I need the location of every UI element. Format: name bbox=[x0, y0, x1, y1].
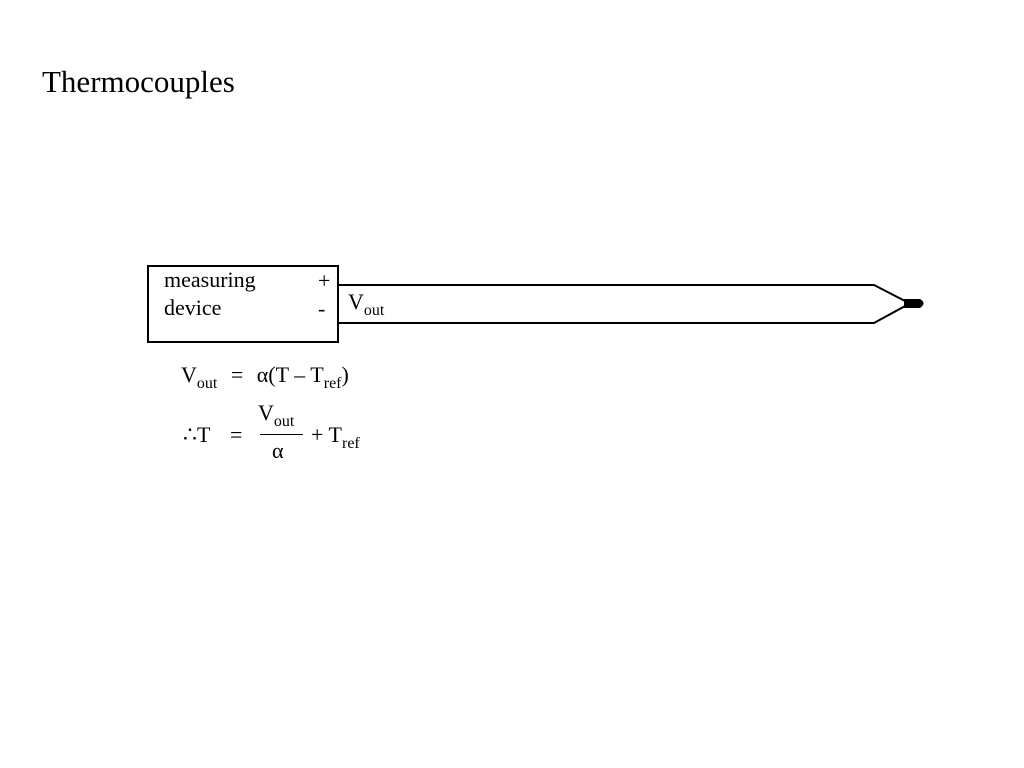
equation-1: Vout = α(T – Tref) bbox=[181, 362, 349, 392]
vout-label: Vout bbox=[348, 289, 385, 320]
terminal-plus: + bbox=[318, 268, 331, 293]
eq2-numerator: Vout bbox=[258, 400, 295, 430]
eq2-denominator: α bbox=[272, 438, 284, 463]
device-label-line2: device bbox=[164, 295, 222, 320]
eq1-open-paren: ( bbox=[268, 362, 276, 387]
eq1-minus: – bbox=[294, 362, 306, 387]
lower-wire bbox=[337, 304, 908, 324]
eq2-plus-tref: + Tref bbox=[311, 422, 360, 452]
junction-bead bbox=[904, 299, 924, 308]
terminal-minus: - bbox=[318, 296, 326, 321]
slide-title: Thermocouples bbox=[42, 64, 235, 99]
eq1-close-paren: ) bbox=[341, 362, 349, 387]
measuring-device-box bbox=[147, 265, 339, 343]
eq1-alpha: α bbox=[256, 362, 269, 387]
eq2-fraction-bar bbox=[260, 434, 303, 435]
eq1-t: T bbox=[275, 362, 289, 387]
eq1-equals: = bbox=[230, 362, 244, 387]
upper-wire bbox=[337, 284, 908, 303]
eq1-tref: Tref bbox=[310, 362, 342, 392]
eq1-lhs: Vout bbox=[181, 362, 218, 392]
device-label-line1: measuring bbox=[164, 267, 256, 292]
eq2-equals: = bbox=[230, 422, 243, 447]
eq2-therefore-t: ∴T bbox=[183, 422, 211, 447]
